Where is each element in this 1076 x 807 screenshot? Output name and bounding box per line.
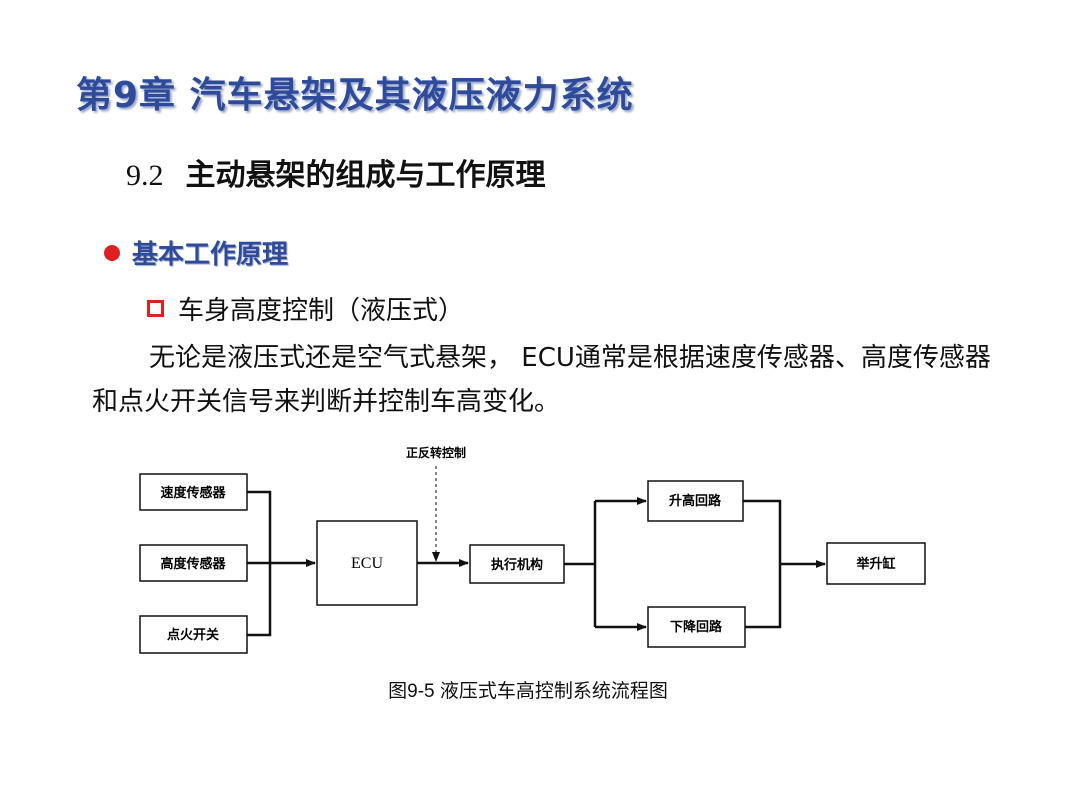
node-ignition-switch: 点火开关: [139, 615, 248, 654]
figure-caption: 图9-5 液压式车高控制系统流程图: [388, 681, 668, 702]
node-lower-circuit: 下降回路: [647, 606, 746, 648]
hollow-square-bullet-icon: [147, 300, 164, 317]
node-lift-cylinder: 举升缸: [826, 542, 926, 585]
node-speed-sensor-label: 速度传感器: [160, 485, 226, 501]
node-actuator: 执行机构: [469, 544, 565, 584]
sub-bullet-label: 车身高度控制（液压式）: [178, 296, 465, 326]
section-number: 9.2: [126, 159, 164, 192]
node-ecu: ECU: [316, 520, 418, 606]
bullet-dot-icon: [104, 244, 120, 261]
node-height-sensor: 高度传感器: [139, 544, 248, 582]
node-ecu-label: ECU: [351, 555, 383, 572]
actuator-split-connectors: [564, 501, 597, 627]
bullet-label: 基本工作原理: [132, 240, 289, 270]
node-speed-sensor: 速度传感器: [139, 473, 248, 511]
sub-bullet-item: 车身高度控制（液压式）: [147, 290, 464, 327]
node-raise-circuit: 升高回路: [647, 480, 744, 522]
merge-connectors: [743, 499, 782, 629]
slide-title: 第9章 汽车悬架及其液压液力系统: [76, 75, 634, 116]
node-lower-circuit-label: 下降回路: [670, 619, 723, 635]
node-actuator-label: 执行机构: [491, 557, 543, 573]
node-lift-cylinder-label: 举升缸: [855, 556, 895, 572]
control-label: 正反转控制: [406, 445, 466, 460]
node-ignition-switch-label: 点火开关: [167, 627, 219, 643]
node-height-sensor-label: 高度传感器: [160, 556, 226, 572]
bullet-item: 基本工作原理: [104, 234, 288, 271]
sensor-connectors: [247, 490, 272, 637]
node-raise-circuit-label: 升高回路: [669, 493, 722, 509]
body-paragraph: 无论是液压式还是空气式悬架， ECU通常是根据速度传感器、高度传感器和点火开关信…: [92, 343, 991, 417]
section-title: 主动悬架的组成与工作原理: [185, 158, 546, 193]
section-heading: 9.2 主动悬架的组成与工作原理: [126, 150, 546, 194]
